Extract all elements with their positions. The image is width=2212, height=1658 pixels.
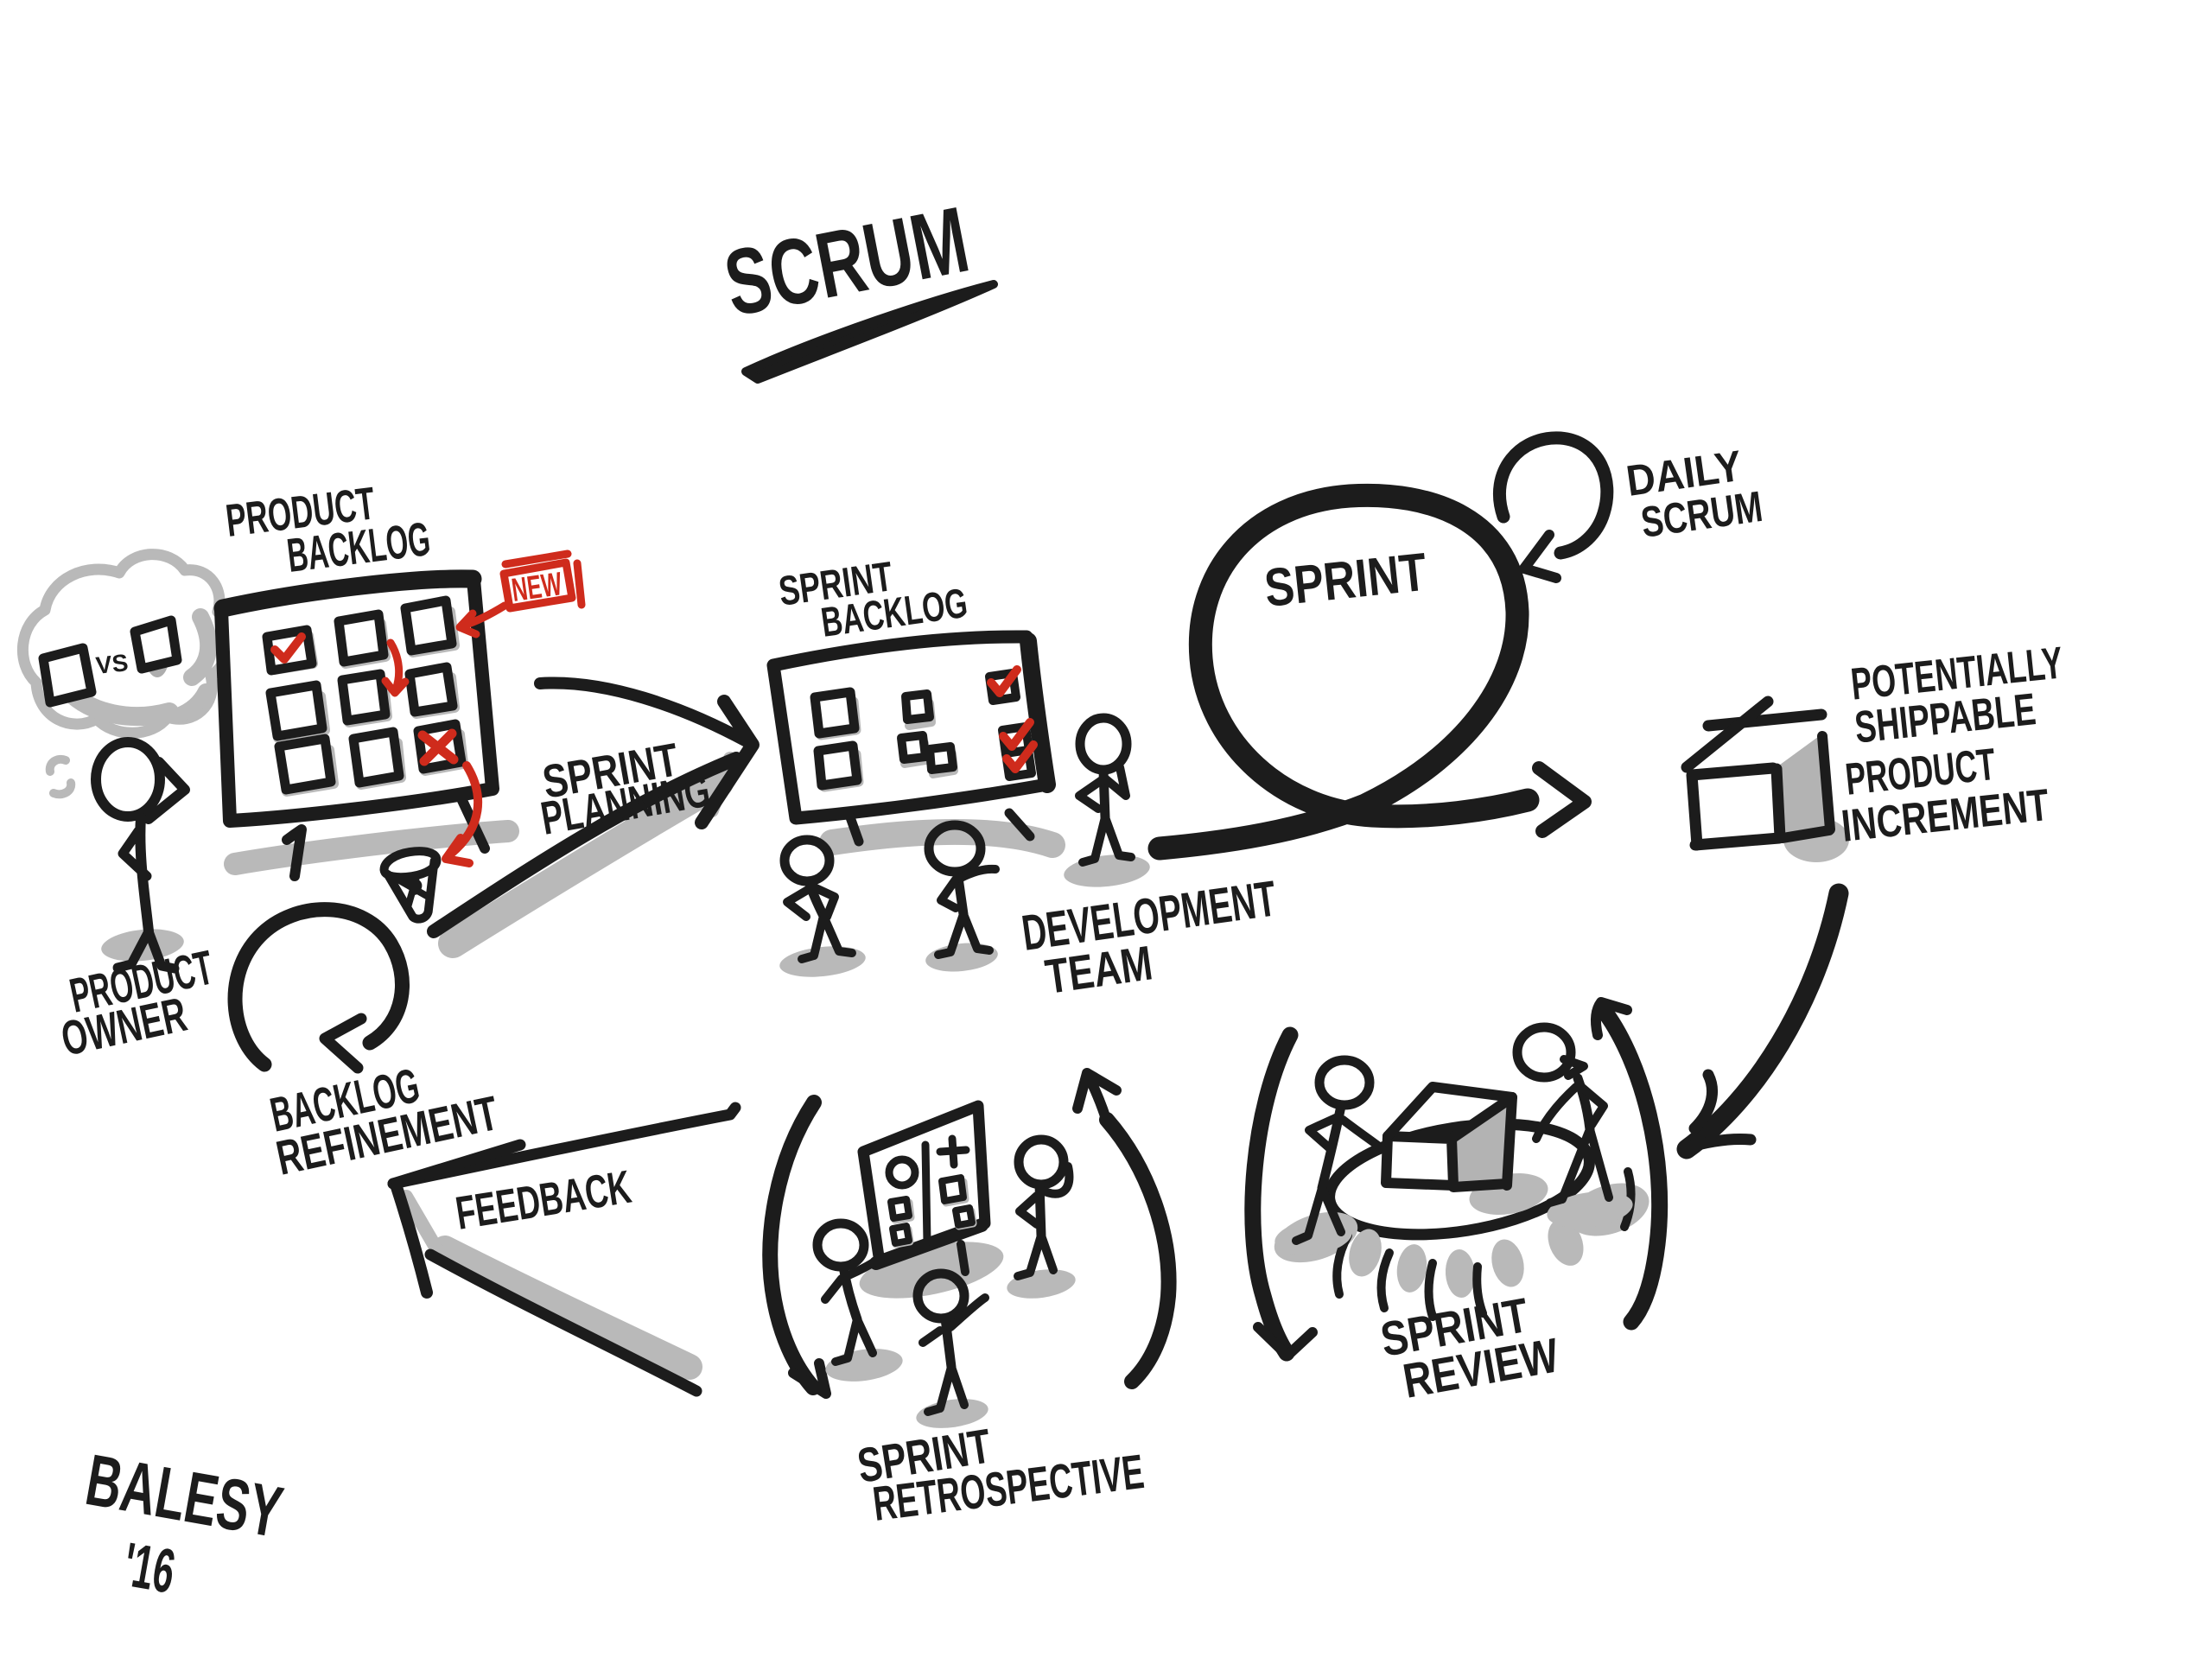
svg-text:'16: '16 xyxy=(118,1530,180,1607)
svg-text:NEW: NEW xyxy=(510,566,564,609)
svg-text:VS: VS xyxy=(94,649,129,679)
